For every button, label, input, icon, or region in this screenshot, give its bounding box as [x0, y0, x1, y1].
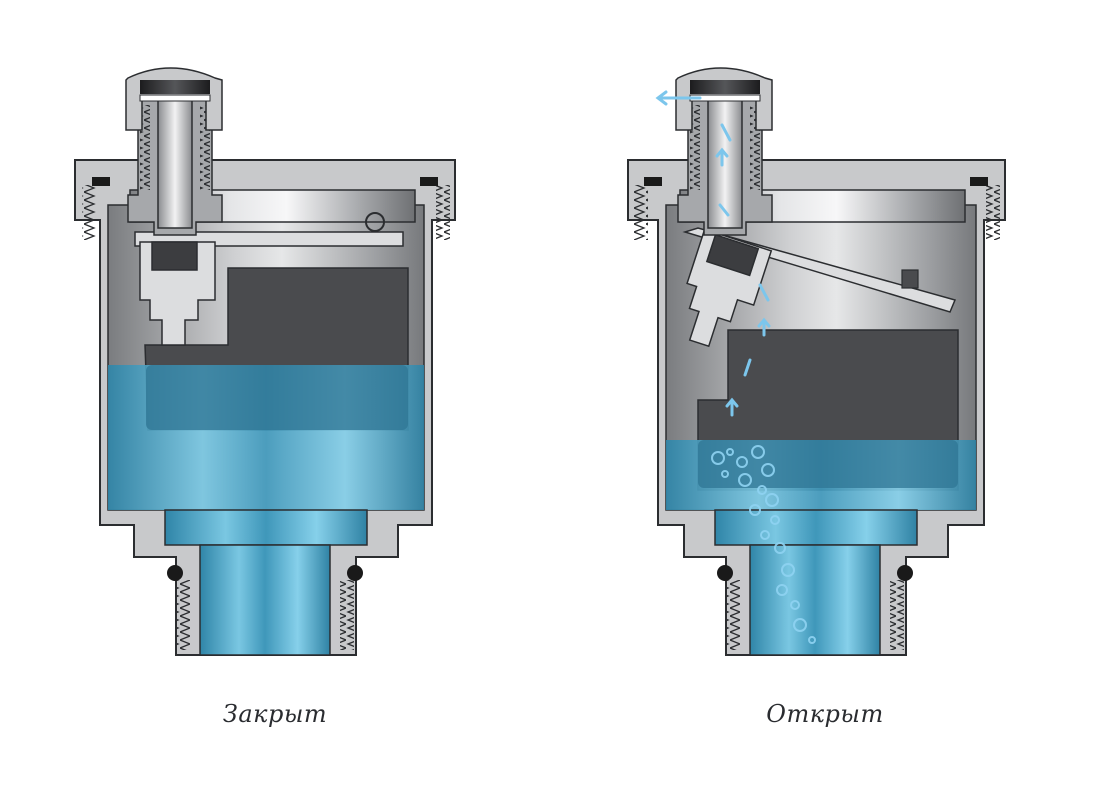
closed-state-caption: Закрыт — [222, 700, 328, 728]
open-valve-panel: Открыт — [550, 0, 1100, 800]
closed-valve-panel: Закрыт — [74, 67, 456, 728]
air-flow-arrows — [655, 90, 771, 417]
air-bubbles — [711, 445, 816, 644]
open-valve-illustration — [627, 67, 1006, 656]
closed-valve-illustration — [74, 67, 456, 656]
open-state-caption: Открыт — [766, 700, 884, 728]
